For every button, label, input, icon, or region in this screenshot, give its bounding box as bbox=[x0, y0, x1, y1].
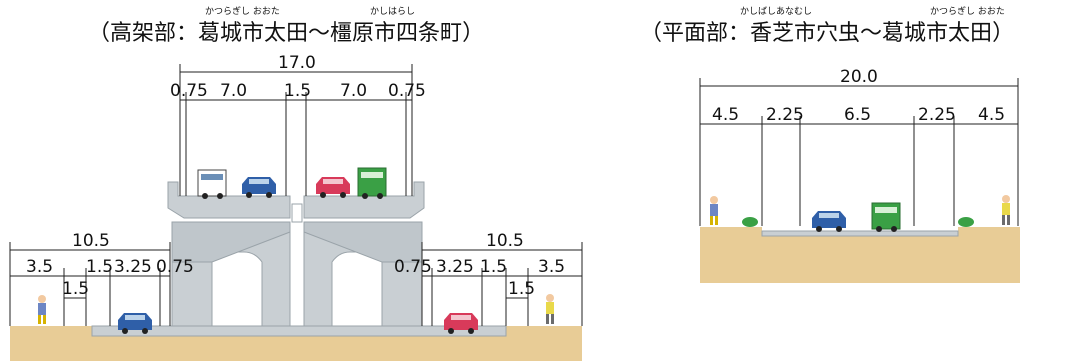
ground-base bbox=[10, 336, 582, 361]
car-icon bbox=[242, 177, 276, 198]
dim-left-total: 10.5 bbox=[72, 231, 110, 251]
dim-deck-part: 0.75 bbox=[388, 81, 426, 101]
atgrade-ground bbox=[700, 227, 1020, 283]
car-icon bbox=[812, 211, 846, 232]
dim-atgrade-part: 4.5 bbox=[978, 105, 1005, 125]
dim-right-total: 10.5 bbox=[486, 231, 524, 251]
title-atgrade-suffix: ） bbox=[992, 21, 1014, 46]
truck-icon bbox=[197, 169, 227, 199]
shrub-icon bbox=[742, 217, 758, 227]
ruby-atgrade-place1: かしばしあなむし bbox=[740, 6, 812, 17]
title-elevated-sep: ～ bbox=[308, 21, 330, 46]
car-icon bbox=[118, 313, 152, 334]
dim-deck-part: 0.75 bbox=[170, 81, 208, 101]
dim-right-part: 1.5 bbox=[480, 257, 507, 277]
ruby-atgrade-place2: かつらぎし おおた bbox=[930, 5, 1005, 17]
pedestrian-icon bbox=[1002, 195, 1010, 225]
dim-atgrade-total: 20.0 bbox=[840, 67, 878, 87]
ruby-elevated-place2: かしはらし bbox=[370, 6, 415, 17]
right-ground-dimensions bbox=[421, 242, 583, 326]
ruby-elevated-place1: かつらぎし おおた bbox=[205, 5, 280, 17]
atgrade-dimensions bbox=[699, 78, 1019, 226]
car-icon bbox=[444, 313, 478, 334]
dim-deck-total: 17.0 bbox=[278, 53, 316, 73]
dim-left-part: 1.5 bbox=[86, 257, 113, 277]
title-atgrade-place2: 葛城市太田 bbox=[882, 21, 992, 46]
dim-right-sub: 1.5 bbox=[508, 279, 535, 299]
dim-left-part: 0.75 bbox=[156, 257, 194, 277]
car-icon bbox=[316, 177, 350, 198]
truck-icon bbox=[357, 167, 387, 199]
cap-beam-left bbox=[171, 221, 291, 263]
dim-atgrade-part: 6.5 bbox=[844, 105, 871, 125]
left-ground-dimensions bbox=[9, 242, 171, 326]
dim-deck-part: 1.5 bbox=[284, 81, 311, 101]
deck-left bbox=[167, 181, 291, 219]
title-atgrade-prefix: （平面部： bbox=[640, 21, 750, 46]
atgrade-road-surface bbox=[761, 230, 959, 237]
deck-dimensions bbox=[179, 64, 413, 196]
svg-text:（平面部：香芝市穴虫～葛城市太田）: （平面部：香芝市穴虫～葛城市太田） bbox=[640, 21, 1014, 46]
cap-beam-right bbox=[303, 221, 423, 263]
shrub-icon bbox=[958, 217, 974, 227]
ground-left bbox=[10, 326, 92, 336]
title-elevated-suffix: ） bbox=[462, 21, 484, 46]
ground-right bbox=[506, 326, 582, 336]
dim-left-sub: 1.5 bbox=[62, 279, 89, 299]
title-elevated-prefix: （高架部： bbox=[88, 21, 198, 46]
atgrade-section-title: かしばしあなむし かつらぎし おおた （平面部：香芝市穴虫～葛城市太田） bbox=[640, 5, 1014, 46]
title-atgrade-sep: ～ bbox=[860, 21, 882, 46]
dim-left-part: 3.5 bbox=[26, 257, 53, 277]
title-atgrade-place1: 香芝市穴虫 bbox=[750, 21, 860, 46]
dim-right-part: 0.75 bbox=[394, 257, 432, 277]
title-elevated-place2: 橿原市四条町 bbox=[330, 21, 462, 46]
frontage-road-surface bbox=[91, 325, 507, 337]
dim-left-part: 3.25 bbox=[114, 257, 152, 277]
truck-icon bbox=[871, 202, 901, 232]
dim-atgrade-part: 2.25 bbox=[918, 105, 956, 125]
atgrade-cross-section: 20.0 4.5 2.25 6.5 2.25 4.5 bbox=[699, 67, 1020, 283]
deck-right bbox=[303, 181, 425, 219]
dim-right-part: 3.5 bbox=[538, 257, 565, 277]
dim-atgrade-part: 4.5 bbox=[712, 105, 739, 125]
pedestrian-icon bbox=[710, 196, 718, 225]
pedestrian-icon bbox=[546, 294, 554, 324]
title-elevated-place1: 葛城市太田 bbox=[198, 21, 308, 46]
dim-right-part: 3.25 bbox=[436, 257, 474, 277]
dim-deck-part: 7.0 bbox=[220, 81, 247, 101]
dim-atgrade-part: 2.25 bbox=[766, 105, 804, 125]
svg-text:（高架部：葛城市太田～橿原市四条町）: （高架部：葛城市太田～橿原市四条町） bbox=[88, 21, 484, 46]
pedestrian-icon bbox=[38, 295, 46, 324]
dim-deck-part: 7.0 bbox=[340, 81, 367, 101]
elevated-cross-section: 17.0 0.75 7.0 1.5 7.0 0.75 10.5 3.5 1.5 … bbox=[9, 53, 583, 361]
elevated-section-title: かつらぎし おおた かしはらし （高架部：葛城市太田～橿原市四条町） bbox=[88, 5, 484, 46]
median-joint bbox=[291, 203, 303, 223]
